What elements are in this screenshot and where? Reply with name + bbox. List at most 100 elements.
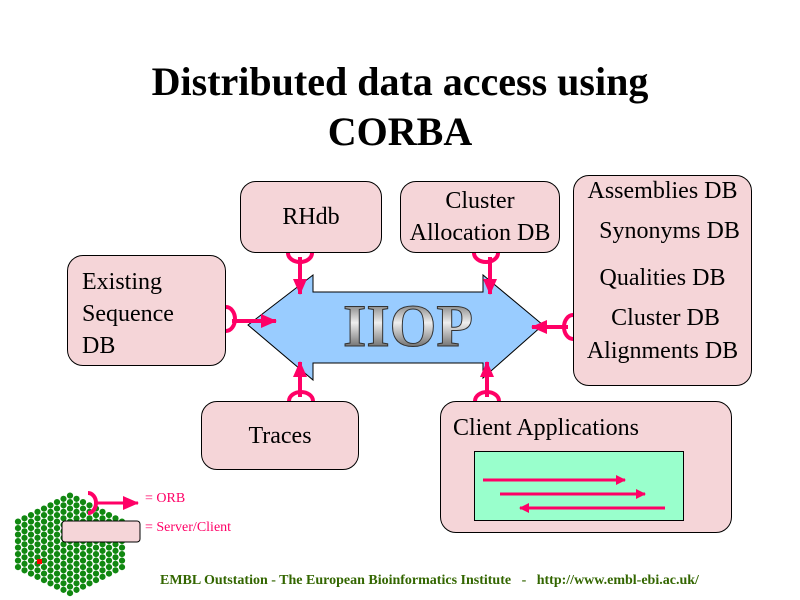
- node-traces: Traces: [201, 401, 359, 470]
- logo-dot: [21, 521, 28, 528]
- logo-dot: [105, 570, 113, 577]
- db-label: Synonyms DB: [599, 218, 740, 244]
- logo-dot: [99, 567, 106, 574]
- node-label: Existing: [82, 269, 163, 295]
- logo-dot: [34, 547, 41, 554]
- logo-dot: [99, 541, 106, 548]
- logo-dot: [14, 557, 22, 564]
- logo-red-dot: [37, 559, 42, 564]
- logo-dot: [21, 528, 28, 535]
- logo-dot: [79, 511, 87, 519]
- logo-dot: [79, 557, 87, 564]
- logo-dot: [14, 551, 22, 558]
- logo-dot: [40, 505, 48, 512]
- logo-dot: [40, 525, 48, 532]
- logo-dot: [112, 567, 119, 574]
- logo-dot: [92, 544, 100, 551]
- logo-dot: [47, 521, 54, 528]
- logo-dot: [53, 505, 61, 512]
- logo-dot: [21, 534, 28, 541]
- logo-dot: [105, 564, 113, 571]
- logo-dot: [47, 560, 54, 567]
- logo-dot: [27, 531, 35, 538]
- logo-dot: [60, 495, 67, 502]
- logo-dot: [53, 525, 61, 532]
- logo-dot: [34, 567, 41, 574]
- node-databases-group: Assemblies DB Synonyms DB Qualities DB C…: [573, 175, 752, 386]
- logo-dot: [73, 580, 80, 587]
- logo-dot: [53, 518, 61, 525]
- logo-dot: [21, 515, 28, 522]
- logo-dot: [21, 554, 28, 561]
- logo-dot: [99, 515, 106, 522]
- logo-dot: [99, 547, 106, 554]
- logo-dot: [92, 564, 100, 571]
- logo-dot: [34, 521, 41, 528]
- logo-dot: [27, 518, 35, 525]
- logo-dot: [73, 567, 80, 574]
- logo-dot: [47, 541, 54, 548]
- logo-dot: [27, 544, 35, 551]
- logo-dot: [79, 544, 87, 551]
- logo-dot: [118, 551, 126, 558]
- logo-dot: [47, 567, 54, 574]
- logo-dot: [92, 570, 100, 577]
- logo-dot: [40, 518, 48, 525]
- logo-dot: [99, 554, 106, 561]
- footer: EMBL Outstation - The European Bioinform…: [160, 573, 699, 588]
- node-client-applications: Client Applications: [440, 401, 732, 533]
- logo-dot: [73, 495, 80, 502]
- logo-dot: [14, 525, 22, 532]
- logo-dot: [105, 557, 113, 564]
- logo-dot: [118, 544, 126, 551]
- node-cluster-allocation-db: Cluster Allocation DB: [400, 181, 560, 253]
- logo-dot: [79, 564, 87, 571]
- logo-dot: [53, 531, 61, 538]
- logo-dot: [60, 508, 67, 515]
- logo-dot: [60, 554, 67, 561]
- logo-dot: [73, 508, 80, 515]
- orb-cluster-allocation: [472, 252, 500, 264]
- logo-dot: [14, 518, 22, 525]
- title-line-2: CORBA: [327, 109, 473, 154]
- logo-dot: [47, 547, 54, 554]
- logo-dot: [40, 531, 48, 538]
- logo-dot: [47, 534, 54, 541]
- logo-dot: [79, 577, 87, 584]
- logo-dot: [66, 551, 74, 558]
- logo-dot: [73, 573, 80, 580]
- logo-dot: [79, 570, 87, 577]
- logo-dot: [79, 551, 87, 558]
- embl-logo: [14, 492, 126, 597]
- legend-server-client: = Server/Client: [145, 520, 232, 535]
- logo-dot: [40, 538, 48, 545]
- logo-dot: [118, 564, 126, 571]
- logo-dot: [60, 580, 67, 587]
- legend-orb: = ORB: [145, 491, 186, 506]
- logo-dot: [60, 567, 67, 574]
- logo-dot: [53, 551, 61, 558]
- logo-dot: [86, 573, 93, 580]
- logo-dot: [47, 528, 54, 535]
- logo-dot: [99, 560, 106, 567]
- logo-dot: [21, 541, 28, 548]
- logo-dot: [112, 554, 119, 561]
- logo-dot: [27, 511, 35, 519]
- logo-dot: [21, 560, 28, 567]
- logo-dot: [99, 573, 106, 580]
- client-window-icon: [474, 451, 684, 521]
- logo-dot: [14, 531, 22, 538]
- logo-dot: [73, 586, 80, 593]
- iiop-label: IIOP: [343, 293, 473, 359]
- logo-dot: [73, 515, 80, 522]
- logo-dot: [40, 557, 48, 564]
- db-label: Assemblies DB: [587, 178, 738, 204]
- logo-dot: [112, 541, 119, 548]
- logo-dot: [66, 564, 74, 571]
- logo-dot: [60, 547, 67, 554]
- logo-dot: [118, 557, 126, 564]
- logo-dot: [27, 525, 35, 532]
- logo-dot: [34, 508, 41, 515]
